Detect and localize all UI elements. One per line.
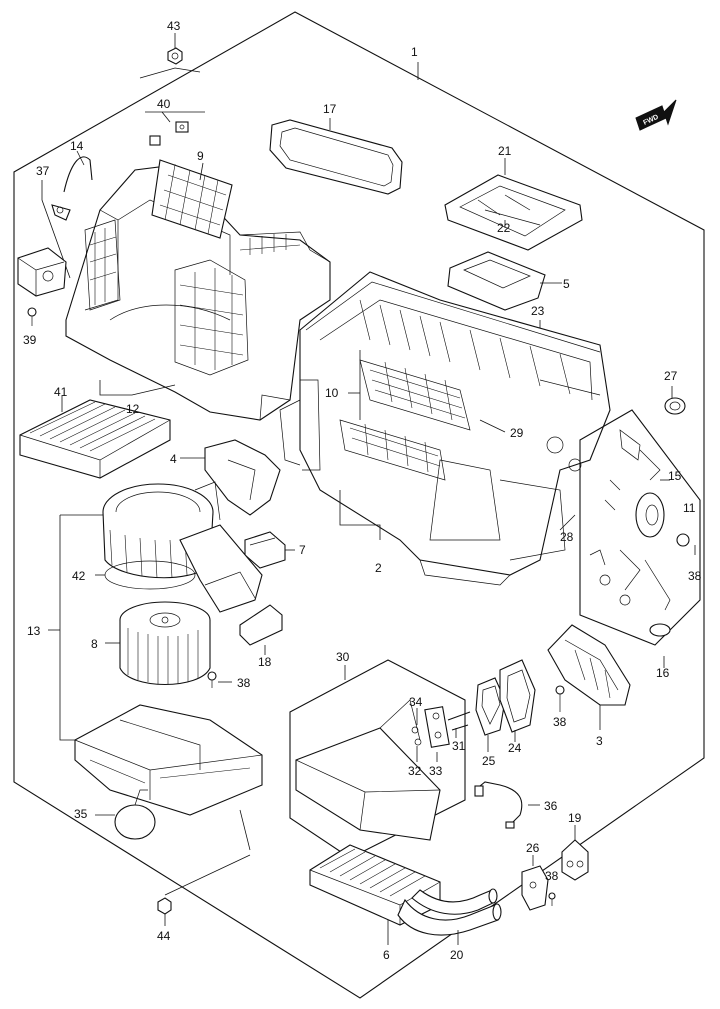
part-gasket-17 [269, 119, 403, 195]
fwd-arrow-icon: FWD [635, 99, 677, 131]
assembly-boundary [13, 11, 705, 999]
callout-28: 28 [560, 530, 574, 544]
part-expansion-valve-33 [424, 706, 450, 748]
callout-32: 32 [408, 764, 422, 778]
callout-38-duct: 38 [553, 715, 567, 729]
callout-33: 33 [429, 764, 443, 778]
callout-29: 29 [510, 426, 524, 440]
callout-27: 27 [664, 369, 678, 383]
callout-10: 10 [325, 386, 339, 400]
callout-21: 21 [498, 144, 512, 158]
part-duct-3 [547, 624, 631, 706]
callout-15: 15 [668, 469, 682, 483]
part-ring-27 [664, 397, 686, 415]
callout-12: 12 [126, 402, 140, 416]
part-bracket-26 [521, 865, 549, 911]
part-screw-38-bracket [548, 892, 556, 906]
part-gasket-25 [475, 677, 506, 736]
part-bolt-31 [447, 711, 471, 731]
part-actuator-group-16 [579, 409, 701, 646]
part-main-case-2 [279, 271, 611, 586]
callout-5: 5 [563, 277, 570, 291]
callout-20: 20 [450, 948, 464, 962]
part-screw-38-blower [207, 671, 217, 688]
callout-23: 23 [531, 304, 545, 318]
callout-38-blower: 38 [237, 676, 251, 690]
part-actuator-motor [17, 247, 67, 297]
part-screw-39 [27, 307, 37, 326]
callout-6: 6 [383, 948, 390, 962]
callout-8: 8 [91, 637, 98, 651]
part-cabin-filter-41 [19, 399, 171, 479]
part-lever-37 [51, 204, 71, 221]
callout-30: 30 [336, 650, 350, 664]
part-evaporator-core [295, 699, 441, 841]
callout-38-bracket: 38 [545, 869, 559, 883]
part-gasket-24 [499, 659, 536, 733]
callout-42: 42 [72, 569, 86, 583]
part-clips-40 [149, 121, 189, 146]
part-nut-44 [157, 897, 172, 915]
callout-11: 11 [683, 501, 696, 515]
part-blower-case-lower [74, 704, 263, 816]
part-wire-14 [63, 156, 93, 193]
callout-16: 16 [656, 666, 670, 680]
callout-26: 26 [526, 841, 540, 855]
part-frame-21 [444, 174, 583, 251]
callout-4: 4 [170, 452, 177, 466]
part-blower-fan-8 [119, 601, 211, 685]
part-hoses-20 [397, 888, 502, 936]
callout-39: 39 [23, 333, 37, 347]
callout-2: 2 [375, 561, 382, 575]
part-heater-core-6 [309, 844, 441, 926]
callout-9: 9 [197, 149, 204, 163]
part-orings-32-34 [411, 726, 422, 746]
part-duct-4 [204, 439, 281, 516]
part-blower-case-upper-13 [102, 481, 263, 613]
callout-44: 44 [157, 929, 171, 943]
callout-36: 36 [544, 799, 558, 813]
part-drain-35 [114, 789, 156, 840]
callout-14: 14 [70, 139, 84, 153]
callout-24: 24 [508, 741, 522, 755]
part-nut-43 [167, 47, 183, 65]
callout-40: 40 [157, 97, 171, 111]
part-seal-5 [447, 251, 546, 311]
callout-1: 1 [411, 45, 418, 59]
part-clamp-18 [239, 604, 283, 646]
callout-7: 7 [299, 543, 306, 557]
callout-13: 13 [27, 624, 41, 638]
part-grommet-19 [561, 839, 589, 881]
part-door-9 [151, 159, 233, 239]
part-evaporator-group-30 [289, 659, 466, 859]
callout-22: 22 [497, 221, 511, 235]
callout-43: 43 [167, 19, 181, 33]
callout-17: 17 [323, 102, 337, 116]
callout-31: 31 [452, 739, 466, 753]
callout-18: 18 [258, 655, 272, 669]
callout-34: 34 [409, 695, 423, 709]
part-screw-38-duct [555, 685, 565, 712]
callout-41: 41 [54, 385, 68, 399]
callout-19: 19 [568, 811, 582, 825]
callout-3: 3 [596, 734, 603, 748]
callout-25: 25 [482, 754, 496, 768]
callout-37: 37 [36, 164, 50, 178]
callout-38-right: 38 [688, 569, 702, 583]
callout-35: 35 [74, 807, 88, 821]
part-sensor-36 [474, 781, 523, 829]
part-intake-housing-12 [65, 164, 331, 421]
